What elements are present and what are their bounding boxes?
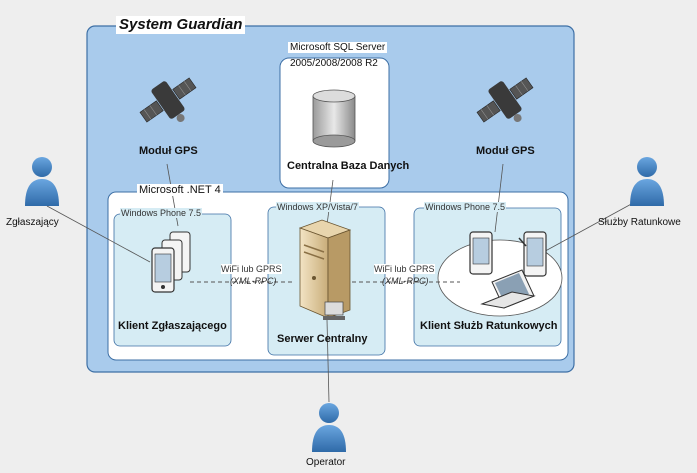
diagram-title: System Guardian (116, 16, 246, 34)
satellite-right-icon (476, 77, 534, 123)
conn-right-rpc: (XML-RPC) (382, 276, 429, 286)
actor-left-label: Zgłaszający (6, 217, 59, 228)
database-label: Centralna Baza Danych (287, 160, 410, 172)
left-platform-label: Windows Phone 7.5 (120, 208, 203, 218)
line-right-actor (537, 201, 636, 256)
conn-left-rpc: (XML-RPC) (230, 276, 277, 286)
server-icon (298, 219, 352, 320)
line-left-actor (46, 205, 151, 263)
left-client-label: Klient Zgłaszającego (118, 320, 227, 332)
gps-left-label: Moduł GPS (139, 145, 198, 157)
actor-right-label: Służby Ratunkowe (598, 217, 681, 228)
left-phones-icon (151, 231, 191, 293)
conn-left-protocol: WiFi lub GPRS (221, 264, 282, 274)
database-icon (312, 89, 356, 148)
line-gps-right (494, 163, 504, 233)
satellite-left-icon (139, 77, 197, 123)
dotnet-label: Microsoft .NET 4 (137, 184, 223, 196)
line-operator (326, 319, 330, 403)
actor-bottom-label: Operator (306, 457, 346, 468)
actor-right-icon (630, 157, 664, 206)
conn-right-protocol: WiFi lub GPRS (374, 264, 435, 274)
actor-left-icon (25, 157, 59, 206)
sql-server-version: 2005/2008/2008 R2 (290, 58, 378, 69)
gps-right-label: Moduł GPS (476, 145, 535, 157)
sql-server-label: Microsoft SQL Server (288, 42, 388, 53)
center-platform-label: Windows XP/Vista/7 (276, 202, 359, 212)
right-devices-icon (469, 231, 547, 309)
server-label: Serwer Centralny (277, 333, 368, 345)
actor-bottom-icon (312, 403, 346, 452)
right-platform-label: Windows Phone 7.5 (424, 202, 507, 212)
right-client-label: Klient Służb Ratunkowych (420, 320, 558, 332)
